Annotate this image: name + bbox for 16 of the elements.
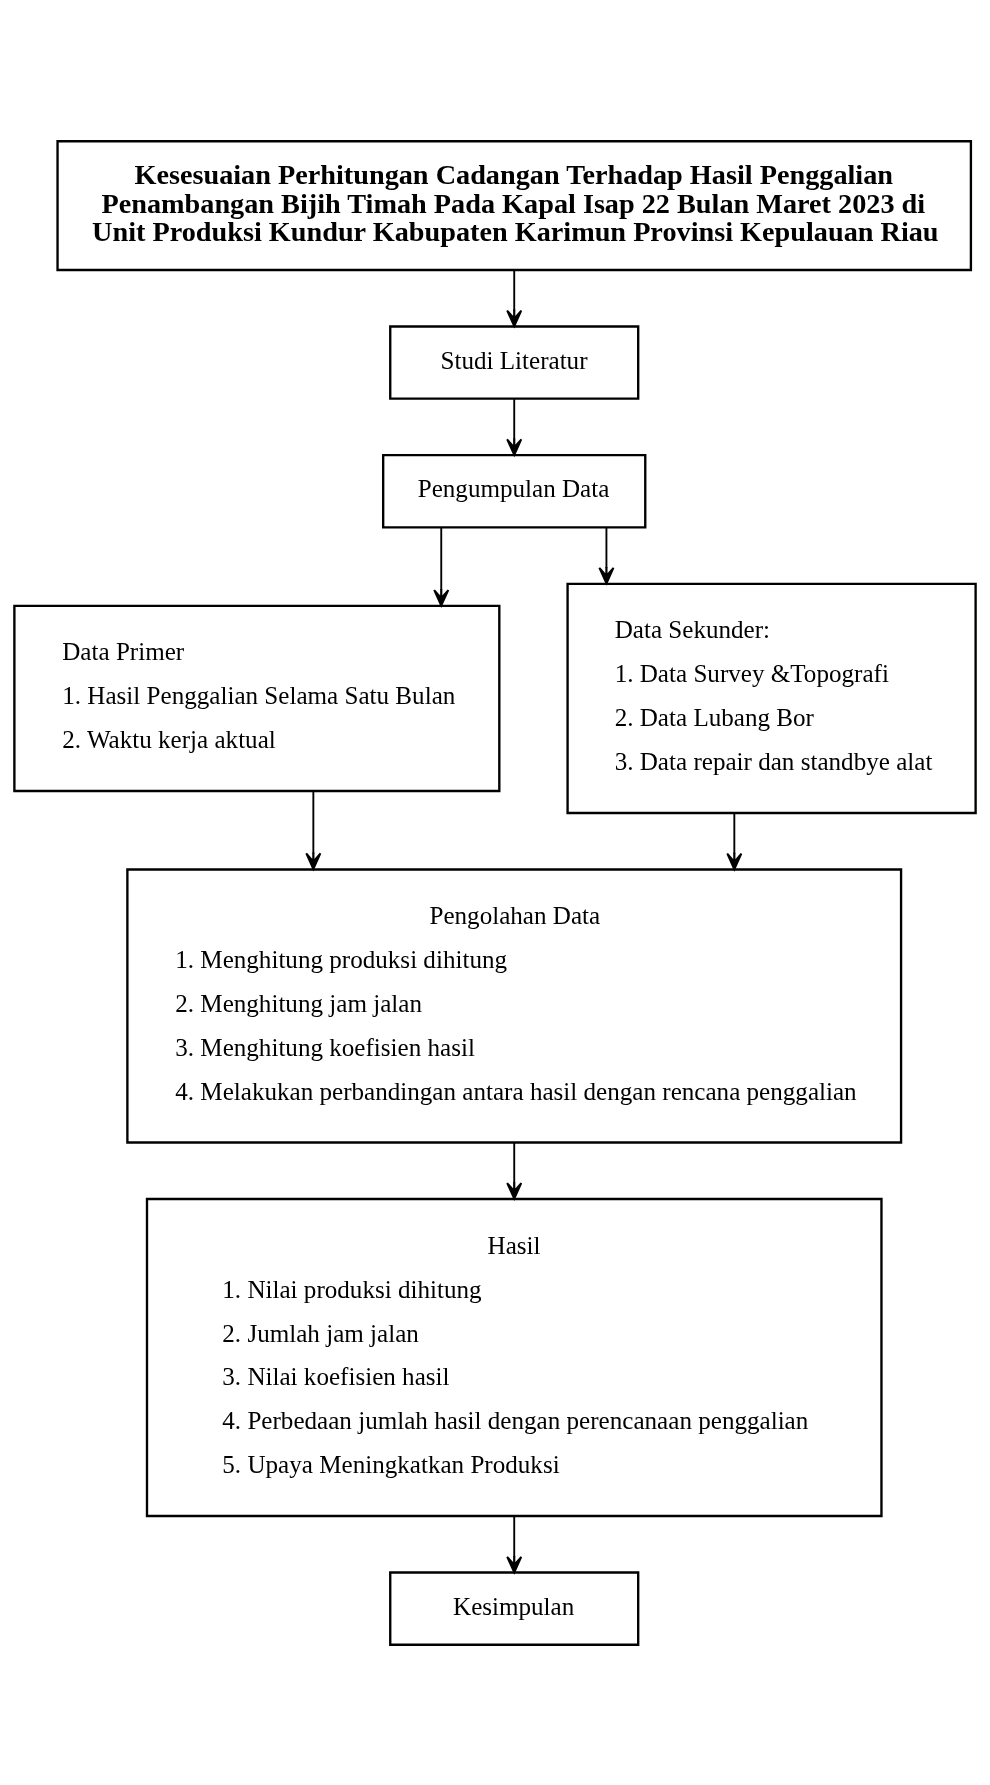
- arrow: [726, 811, 743, 870]
- arrow: [506, 268, 523, 327]
- arrow: [506, 1141, 523, 1200]
- node-box: Kesimpulan: [389, 1570, 640, 1646]
- node-box: Data Sekunder: 1. Data Survey &Topografi 2. Data Lubang Bor 3. Data repair dan standbye alat: [566, 582, 977, 814]
- node-box: Pengumpulan Data: [382, 453, 647, 528]
- node-box: Kesesuaian Perhitungan Cadangan Terhadap Hasil Penggalian Penambangan Bijih Timah Pada Kapal Isap 22 Bulan Maret 2023 di Unit Produksi Kundur Kabupaten Karimun Provinsi Kepulauan Riau: [56, 139, 973, 271]
- arrow: [305, 789, 322, 870]
- node-box: Studi Literatur: [389, 324, 640, 400]
- node-box: Hasil 1. Nilai produksi dihitung 2. Jumlah jam jalan 3. Nilai koefisien hasil 4. Perbedaan jumlah hasil dengan perencanaan penggalian 5. Upaya Meningkatkan Produksi: [145, 1197, 883, 1517]
- arrow: [506, 397, 523, 456]
- node-box: Data Primer 1. Hasil Penggalian Selama Satu Bulan 2. Waktu kerja aktual: [13, 604, 501, 792]
- arrow: [506, 1515, 523, 1573]
- node-box: Pengolahan Data 1. Menghitung produksi dihitung 2. Menghitung jam jalan 3. Menghitung koefisien hasil 4. Melakukan perbandingan antara hasil dengan rencana penggalian: [126, 867, 903, 1144]
- arrow: [433, 526, 450, 607]
- arrow: [598, 526, 615, 584]
